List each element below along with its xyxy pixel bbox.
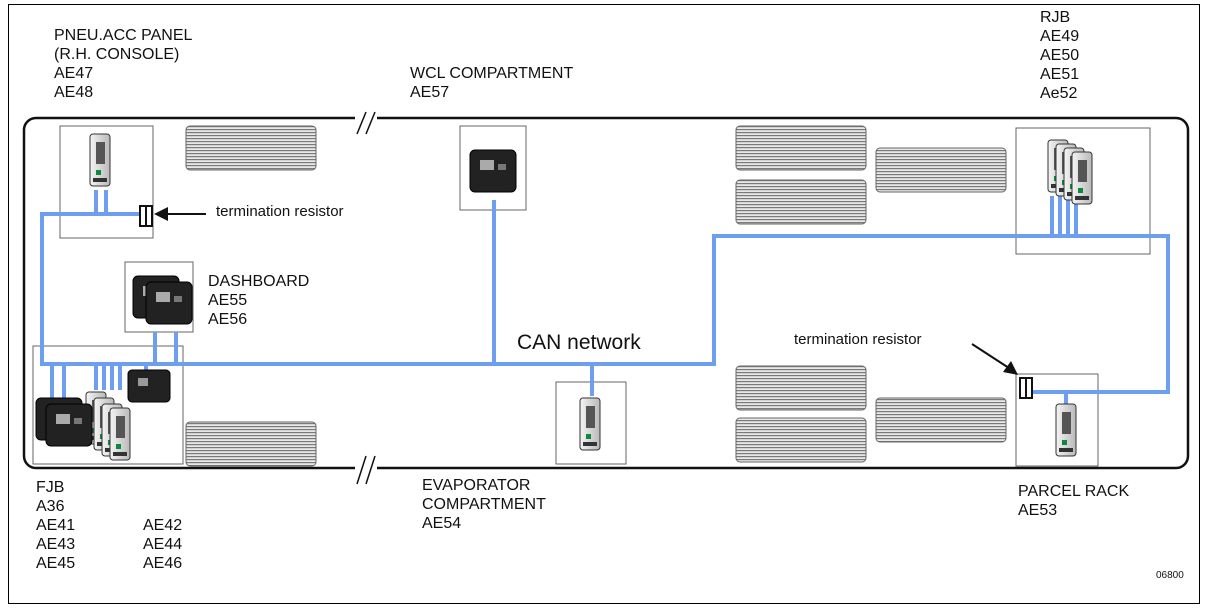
rjb-module (1071, 151, 1093, 205)
evaporator-label: EVAPORATOR COMPARTMENT AE54 (422, 476, 546, 533)
parcel-rack-label: PARCEL RACK AE53 (1018, 482, 1129, 520)
fjb-line: A36 (36, 498, 65, 515)
vent (735, 365, 867, 411)
fjb-line: AE44 (143, 536, 183, 553)
can-network-label: CAN network (517, 331, 641, 354)
evaporator-line: COMPARTMENT (422, 496, 546, 513)
rjb-line: RJB (1040, 9, 1071, 26)
evaporator-module (579, 397, 601, 451)
dashboard-line: AE55 (208, 292, 248, 309)
break-mark-top (356, 111, 367, 135)
evaporator-line: AE54 (422, 515, 462, 532)
fjb-module (109, 407, 131, 461)
rjb-label: RJB AE49 AE50 AE51 Ae52 (1040, 8, 1079, 103)
evaporator-line: EVAPORATOR (422, 477, 531, 494)
dashboard-line: DASHBOARD (208, 273, 310, 290)
figure-frame (8, 4, 1200, 604)
fjb-dark-unit (45, 403, 93, 447)
termination-resistor-left-label: termination resistor (216, 203, 344, 220)
vent (875, 397, 1007, 443)
fjb-line: FJB (36, 479, 65, 496)
wcl-line: AE57 (410, 84, 450, 101)
vent (735, 179, 867, 225)
pneu-panel-label: PNEU.ACC PANEL (R.H. CONSOLE) AE47 AE48 (54, 26, 192, 102)
wcl-line: WCL COMPARTMENT (410, 65, 574, 82)
wcl-label: WCL COMPARTMENT AE57 (410, 64, 573, 102)
dashboard-label: DASHBOARD AE55 AE56 (208, 272, 309, 329)
rjb-line: AE49 (1040, 28, 1080, 45)
vent (185, 421, 317, 467)
fjb-line: AE45 (36, 555, 76, 572)
vent (735, 417, 867, 463)
rjb-line: Ae52 (1040, 85, 1078, 102)
rjb-line: AE51 (1040, 66, 1080, 83)
dashboard-unit (145, 281, 193, 325)
fjb-line: AE43 (36, 536, 76, 553)
bus-outline (22, 116, 1190, 470)
parcel-rack-line: AE53 (1018, 502, 1058, 519)
pneu-module (89, 133, 111, 187)
pneu-panel-line: AE47 (54, 65, 94, 82)
fjb-line: AE46 (143, 555, 183, 572)
arrow-right (971, 343, 1013, 371)
fjb-line: AE42 (143, 517, 183, 534)
pneu-panel-line: (R.H. CONSOLE) (54, 46, 180, 63)
vent (735, 125, 867, 171)
vent (185, 125, 317, 171)
parcel-rack-module (1055, 403, 1077, 457)
break-mark-bottom (356, 455, 367, 485)
fjb-label: FJB A36 AE41 AE43 AE45 (36, 478, 75, 573)
fjb-label-col2: AE42 AE44 AE46 (143, 516, 182, 573)
fjb-small-unit (127, 369, 171, 403)
rjb-line: AE50 (1040, 47, 1080, 64)
dashboard-line: AE56 (208, 311, 248, 328)
figure-reference-number: 06800 (1156, 570, 1184, 581)
fjb-line: AE41 (36, 517, 76, 534)
pneu-panel-line: AE48 (54, 84, 94, 101)
parcel-rack-line: PARCEL RACK (1018, 483, 1130, 500)
termination-resistor-right-label: termination resistor (794, 331, 922, 348)
pneu-panel-line: PNEU.ACC PANEL (54, 27, 193, 44)
vent (875, 147, 1007, 193)
wcl-unit (469, 149, 517, 193)
